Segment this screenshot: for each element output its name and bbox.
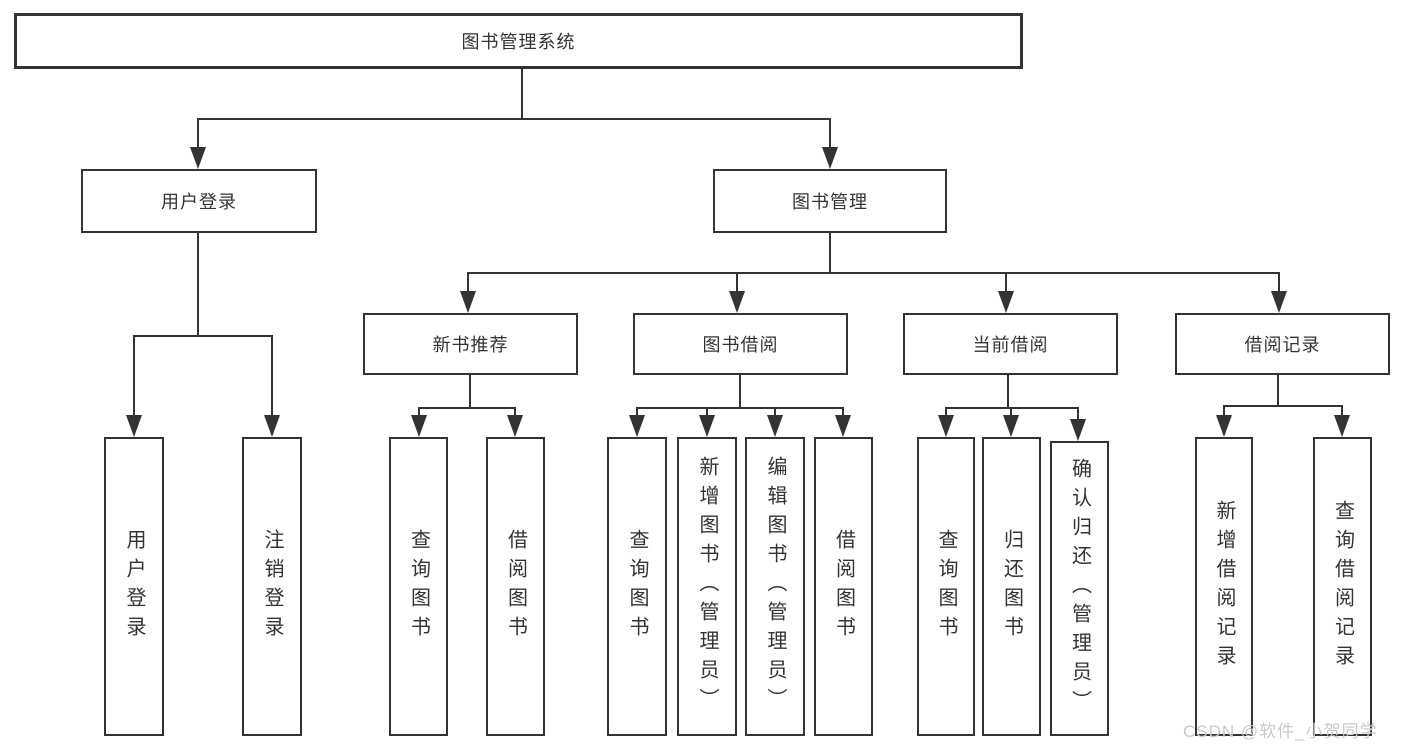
arrow-down-icon — [507, 415, 523, 437]
node-leaf-add-books-admin: 新增图书（管理员） — [677, 437, 737, 736]
connector-line — [514, 407, 516, 417]
node-label: 当前借阅 — [972, 335, 1049, 355]
node-book-borrow: 图书借阅 — [633, 313, 848, 375]
node-leaf-logout: 注销登录 — [242, 437, 302, 736]
connector-line — [418, 407, 516, 409]
node-label: 查询借阅记录 — [1331, 499, 1354, 674]
connector-line — [521, 69, 523, 119]
arrow-down-icon — [938, 415, 954, 437]
node-user-login: 用户登录 — [81, 169, 317, 233]
node-leaf-edit-books-admin: 编辑图书（管理员） — [745, 437, 805, 736]
node-label: 新书推荐 — [432, 335, 509, 355]
connector-line — [197, 118, 199, 154]
node-label: 借阅记录 — [1244, 335, 1321, 355]
connector-line — [197, 118, 831, 120]
csdn-watermark: CSDN @软件_小贺同学 — [1183, 722, 1378, 741]
connector-line — [829, 118, 831, 154]
arrow-down-icon — [1216, 415, 1232, 437]
node-label: 编辑图书（管理员） — [764, 456, 786, 717]
node-label: 用户登录 — [161, 192, 237, 212]
connector-line — [1010, 407, 1012, 417]
connector-line — [774, 407, 776, 417]
node-root-library-system: 图书管理系统 — [14, 13, 1023, 69]
node-label: 图书借阅 — [702, 335, 779, 355]
connector-line — [133, 335, 135, 420]
connector-line — [736, 272, 738, 294]
arrow-down-icon — [1070, 419, 1086, 441]
connector-line — [418, 407, 420, 417]
connector-line — [1223, 405, 1342, 407]
arrow-down-icon — [460, 291, 476, 313]
node-label: 借阅图书 — [832, 528, 855, 645]
connector-line — [636, 407, 638, 417]
connector-line — [271, 335, 273, 420]
connector-line — [1278, 272, 1280, 294]
arrow-down-icon — [411, 415, 427, 437]
node-label: 新增借阅记录 — [1213, 499, 1235, 674]
arrow-down-icon — [1271, 291, 1287, 313]
arrow-down-icon — [1003, 415, 1019, 437]
arrow-down-icon — [629, 415, 645, 437]
connector-line — [842, 407, 844, 417]
node-label: 注销登录 — [261, 528, 283, 645]
arrow-down-icon — [699, 415, 715, 437]
arrow-down-icon — [729, 291, 745, 313]
connector-line — [1007, 375, 1009, 408]
node-label: 确认归还（管理员） — [1068, 458, 1091, 719]
arrow-down-icon — [998, 291, 1014, 313]
connector-line — [945, 407, 947, 417]
node-current-borrow: 当前借阅 — [903, 313, 1118, 375]
arrow-down-icon — [126, 415, 142, 437]
arrow-down-icon — [190, 147, 206, 169]
node-book-management: 图书管理 — [713, 169, 947, 233]
node-leaf-query-books: 查询图书 — [607, 437, 667, 736]
connector-line — [1223, 405, 1225, 417]
connector-line — [829, 233, 831, 273]
node-label: 用户登录 — [123, 528, 145, 645]
node-leaf-borrow-books: 借阅图书 — [486, 437, 545, 736]
connector-line — [469, 375, 471, 408]
node-leaf-borrow-books: 借阅图书 — [814, 437, 873, 736]
arrow-down-icon — [264, 415, 280, 437]
node-leaf-return-books: 归还图书 — [982, 437, 1041, 736]
node-leaf-user-login: 用户登录 — [104, 437, 164, 736]
connector-line — [1077, 407, 1079, 421]
node-label: 查询图书 — [407, 528, 430, 645]
node-new-book-recommend: 新书推荐 — [363, 313, 578, 375]
node-label: 查询图书 — [626, 528, 648, 645]
node-label: 新增图书（管理员） — [696, 456, 718, 717]
node-leaf-add-borrow-record: 新增借阅记录 — [1195, 437, 1253, 736]
node-label: 图书管理系统 — [461, 32, 576, 52]
node-leaf-query-books: 查询图书 — [917, 437, 975, 736]
node-label: 查询图书 — [935, 528, 957, 645]
node-leaf-query-books: 查询图书 — [389, 437, 448, 736]
node-borrow-records: 借阅记录 — [1175, 313, 1390, 375]
connector-line — [467, 272, 1280, 274]
arrow-down-icon — [1334, 415, 1350, 437]
node-leaf-confirm-return-admin: 确认归还（管理员） — [1050, 441, 1109, 736]
node-label: 借阅图书 — [504, 528, 527, 645]
arrow-down-icon — [822, 147, 838, 169]
connector-line — [1277, 375, 1279, 406]
connector-line — [197, 233, 199, 336]
connector-line — [1005, 272, 1007, 294]
connector-line — [636, 407, 844, 409]
node-leaf-query-borrow-record: 查询借阅记录 — [1313, 437, 1372, 736]
connector-line — [467, 272, 469, 294]
connector-line — [706, 407, 708, 417]
connector-line — [739, 375, 741, 408]
arrow-down-icon — [767, 415, 783, 437]
connector-line — [133, 335, 273, 337]
node-label: 图书管理 — [792, 192, 868, 212]
connector-line — [1341, 405, 1343, 417]
node-label: 归还图书 — [1000, 528, 1023, 645]
arrow-down-icon — [835, 415, 851, 437]
